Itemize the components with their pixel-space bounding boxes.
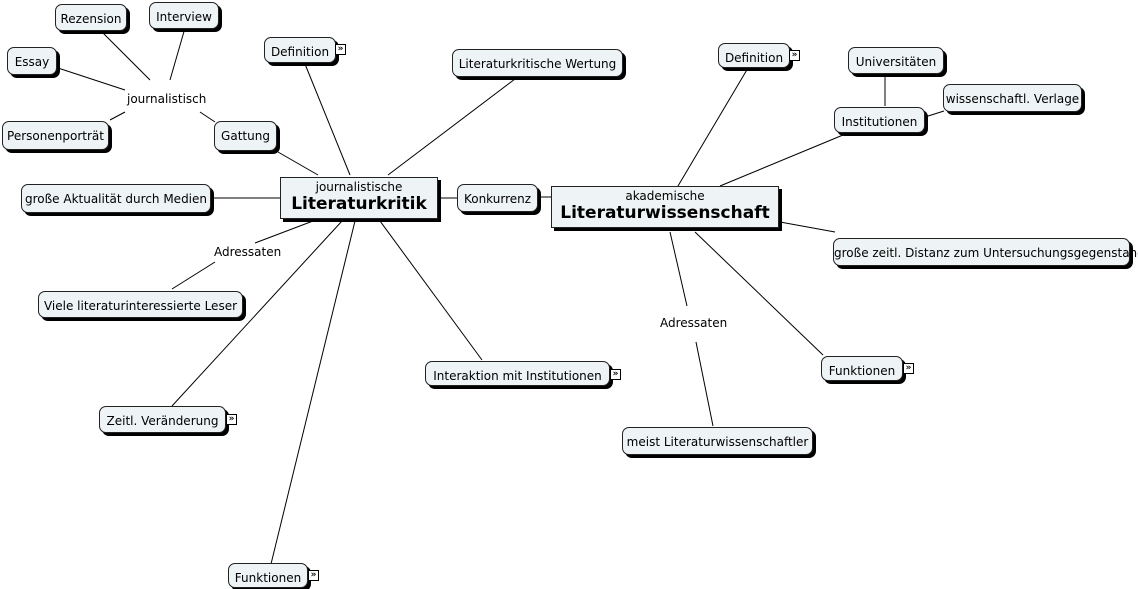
institutionen-label: Institutionen [841,115,918,129]
kritik-adressaten-label: Adressaten [214,245,282,259]
konkurrenz-node[interactable]: Konkurrenz [457,184,538,212]
universitaeten-label: Universitäten [855,55,937,69]
interaktion-label: Interaktion mit Institutionen [433,369,602,383]
literaturwissenschaft-title: Literaturwissenschaft [560,203,770,223]
gattung-label: Gattung [221,129,270,143]
interaktion-node[interactable]: Interaktion mit Institutionen [425,361,610,386]
veraenderung-node[interactable]: Zeitl. Veränderung [99,406,226,433]
literaturwissenschaftler-label: meist Literaturwissenschaftler [626,435,809,449]
veraenderung-label: Zeitl. Veränderung [106,414,219,428]
distanz-node[interactable]: große zeitl. Distanz zum Untersuchungsge… [833,238,1138,266]
kritik-funktionen-expand-icon[interactable]: » [308,570,319,581]
distanz-label: große zeitl. Distanz zum Untersuchungsge… [834,246,1138,260]
leser-node[interactable]: Viele literaturinteressierte Leser [38,291,243,318]
verlage-label: wissenschaftl. Verlage [945,92,1080,106]
essay-label: Essay [14,55,50,69]
literaturwissenschaft-subtitle: akademische [625,189,705,203]
wiss-definition-expand-icon[interactable]: » [789,50,800,61]
verlage-node[interactable]: wissenschaftl. Verlage [943,84,1082,112]
literaturkritik-central-topic[interactable]: journalistische Literaturkritik [280,177,438,219]
rezension-node[interactable]: Rezension [55,4,127,31]
konkurrenz-label: Konkurrenz [463,192,532,206]
wiss-adressaten-label: Adressaten [660,316,728,330]
kritik-definition-expand-icon[interactable]: » [335,44,346,55]
wiss-definition-label: Definition [724,51,784,65]
literaturwissenschaftler-node[interactable]: meist Literaturwissenschaftler [622,427,813,455]
gattung-node[interactable]: Gattung [214,121,277,151]
aktualitaet-node[interactable]: große Aktualität durch Medien [21,184,211,213]
interview-node[interactable]: Interview [149,2,219,29]
institutionen-node[interactable]: Institutionen [834,107,925,133]
literaturkritik-title: Literaturkritik [291,194,427,214]
kritik-definition-label: Definition [270,45,330,59]
universitaeten-node[interactable]: Universitäten [848,47,944,74]
wiss-funktionen-label: Funktionen [828,364,896,378]
personenportraet-node[interactable]: Personenporträt [2,121,109,150]
essay-node[interactable]: Essay [7,47,57,75]
aktualitaet-label: große Aktualität durch Medien [24,192,208,206]
kritik-definition-node[interactable]: Definition [264,37,336,63]
interview-label: Interview [156,10,212,24]
wiss-funktionen-expand-icon[interactable]: » [903,363,914,374]
wertung-label: Literaturkritische Wertung [458,57,617,71]
rezension-label: Rezension [60,12,122,26]
kritik-funktionen-node[interactable]: Funktionen [228,563,308,588]
interaktion-expand-icon[interactable]: » [610,369,621,380]
literaturwissenschaft-central-topic[interactable]: akademische Literaturwissenschaft [551,186,779,228]
leser-label: Viele literaturinteressierte Leser [43,299,238,313]
wiss-definition-node[interactable]: Definition [718,43,790,68]
veraenderung-expand-icon[interactable]: » [226,414,237,425]
wertung-node[interactable]: Literaturkritische Wertung [452,49,623,77]
wiss-funktionen-node[interactable]: Funktionen [821,356,903,381]
kritik-funktionen-label: Funktionen [234,571,302,585]
literaturkritik-subtitle: journalistische [315,180,403,194]
journalistisch-label: journalistisch [127,92,207,106]
personenportraet-label: Personenporträt [7,129,104,143]
